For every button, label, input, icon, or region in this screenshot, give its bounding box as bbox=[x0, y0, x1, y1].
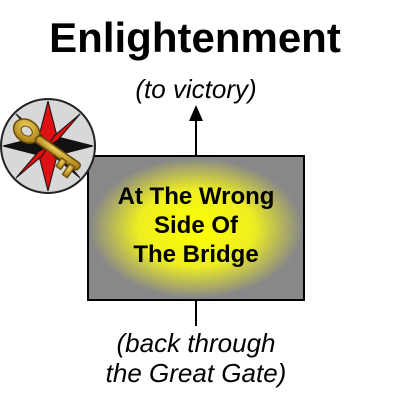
room-name: At The Wrong Side Of The Bridge bbox=[88, 182, 304, 269]
exit-south-line: the Great Gate) bbox=[105, 358, 287, 388]
page-title: Enlightenment bbox=[49, 14, 341, 61]
exit-south-label: (back through the Great Gate) bbox=[0, 328, 392, 388]
room-name-line: Side Of bbox=[153, 212, 238, 239]
exit-north-label: (to victory) bbox=[135, 74, 257, 104]
exit-south-line: (back through bbox=[116, 328, 276, 358]
exit-north-arrow[interactable] bbox=[189, 105, 203, 156]
room-box[interactable] bbox=[87, 155, 305, 301]
room-name-line: The Bridge bbox=[133, 241, 259, 268]
compass-key-icon bbox=[0, 98, 96, 194]
room-name-line: At The Wrong bbox=[117, 183, 275, 210]
